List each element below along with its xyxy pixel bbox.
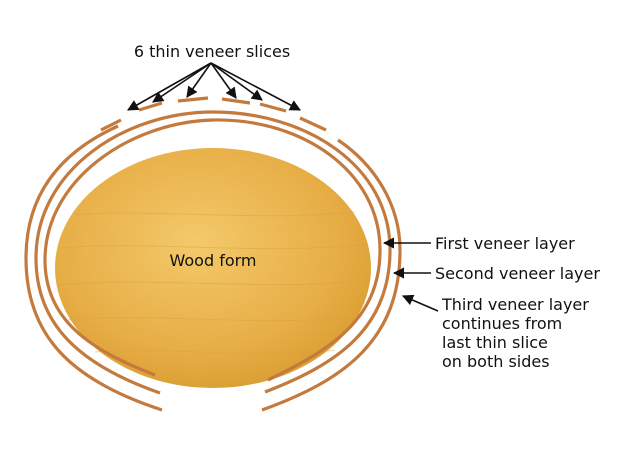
slice-arrow-5 <box>210 62 263 101</box>
veneer-layers <box>24 96 402 412</box>
slice-arrow-6 <box>210 62 301 111</box>
third-layer-label-line-2: continues from <box>442 314 562 333</box>
slice-arrow-2 <box>152 62 212 103</box>
first-veneer-layer <box>43 118 382 382</box>
veneer-slice-5 <box>259 102 287 113</box>
second-layer-label: Second veneer layer <box>435 264 600 283</box>
second-veneer-layer <box>34 110 392 395</box>
layer-arrows <box>382 237 439 312</box>
veneer-slice-1 <box>100 118 122 132</box>
wood-form <box>55 148 371 388</box>
wood-grain <box>57 211 371 355</box>
third-layer-arrow <box>401 294 439 312</box>
veneer-slice-2 <box>138 101 163 112</box>
third-layer-label-line-4: on both sides <box>442 352 550 371</box>
slice-arrow-3 <box>186 62 212 98</box>
slice-arrow-1 <box>127 62 212 111</box>
third-veneer-layer-right <box>261 138 402 412</box>
slice-arrows <box>127 62 301 111</box>
first-layer-label: First veneer layer <box>435 234 575 253</box>
veneer-slice-4 <box>221 97 251 105</box>
veneer-slice-3 <box>177 96 209 103</box>
slices-label: 6 thin veneer slices <box>134 42 290 61</box>
third-layer-label-line-3: last thin slice <box>442 333 548 352</box>
third-layer-label-line-1: Third veneer layer <box>441 295 589 314</box>
veneer-slice-6 <box>299 116 327 132</box>
third-veneer-layer-left <box>24 124 163 412</box>
slice-arrow-4 <box>210 62 237 99</box>
wood-form-label: Wood form <box>169 251 256 270</box>
third-layer-label: Third veneer layer continues from last t… <box>441 295 594 371</box>
